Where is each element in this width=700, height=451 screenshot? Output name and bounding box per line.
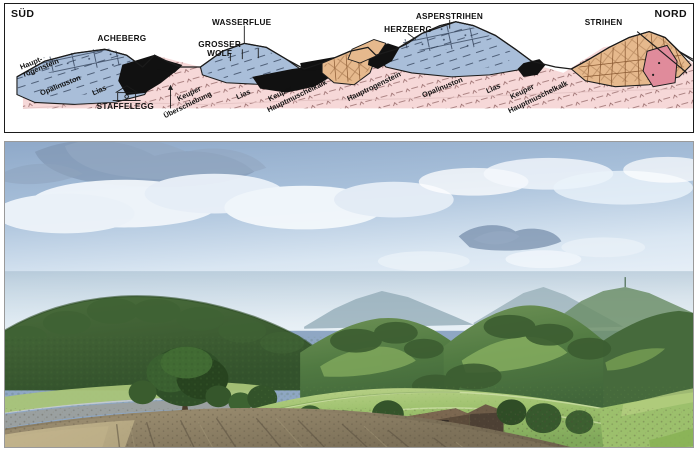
peak-label-herzberg: HERZBERG: [384, 25, 433, 34]
peak-label-strihen: STRIHEN: [584, 18, 623, 27]
peak-label-grosser-wolf: GROSSER WOLF: [198, 40, 241, 59]
peak-label-asperstrihen: ASPERSTRIHEN: [415, 12, 484, 21]
cross-section-drawing: [16, 19, 693, 109]
place-label-staffelegg: STAFFELEGG: [96, 102, 155, 111]
landscape-photograph-panel: [4, 141, 694, 448]
peak-label-wasserflue: WASSERFLUE: [211, 18, 272, 27]
solitary-tree: [146, 346, 229, 423]
peak-label-acheberg: ACHEBERG: [97, 34, 147, 43]
direction-label-south: SÜD: [11, 8, 35, 20]
direction-label-north: NORD: [654, 8, 687, 20]
geological-cross-section-panel: SÜD NORD ACHEBERG GROSSER WOLF WASSERFLU…: [4, 3, 694, 133]
staffelegg-house-symbol: [112, 85, 141, 101]
landscape-photograph: [5, 142, 693, 447]
